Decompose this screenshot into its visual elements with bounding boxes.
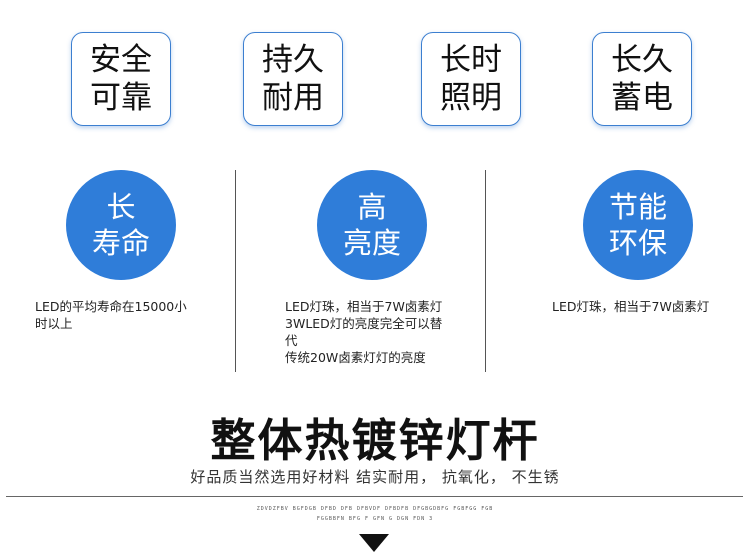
circle-eco: 节能 环保 — [583, 170, 693, 280]
page-title: 整体热镀锌灯杆 — [210, 414, 540, 467]
circle-line: 寿命 — [91, 226, 150, 260]
feature-box-storage: 长久 蓄电 — [592, 32, 692, 126]
horizontal-divider — [6, 496, 743, 497]
description-brightness: LED灯珠，相当于7W卤素灯 3WLED灯的亮度完全可以替 代 传统20W卤素灯… — [285, 298, 480, 366]
column-divider — [235, 170, 236, 372]
feature-line: 持久 — [262, 42, 324, 78]
circle-line: 高 — [357, 190, 387, 224]
subtitle: 好品质当然选用好材料 结实耐用， 抗氧化， 不生锈 — [190, 468, 560, 486]
description-line: 代 — [285, 333, 298, 348]
feature-line: 长时 — [440, 42, 502, 78]
description-eco: LED灯珠，相当于7W卤素灯 — [552, 298, 747, 315]
description-line: LED的平均寿命在15000小 — [35, 299, 187, 314]
description-line: LED灯珠，相当于7W卤素灯 — [285, 299, 443, 314]
description-line: LED灯珠，相当于7W卤素灯 — [552, 299, 710, 314]
fine-print-line: ZDVDZFBV BGFDGB DFBD DFB DFBVDF DFBDFB D… — [256, 506, 494, 512]
feature-line: 照明 — [440, 80, 502, 116]
feature-box-lighting: 长时 照明 — [421, 32, 521, 126]
description-line: 时以上 — [35, 316, 73, 331]
feature-box-durable: 持久 耐用 — [243, 32, 343, 126]
column-divider — [485, 170, 486, 372]
circle-line: 亮度 — [342, 226, 401, 260]
description-long-life: LED的平均寿命在15000小 时以上 — [35, 298, 225, 332]
circle-line: 长 — [106, 190, 136, 224]
circle-long-life: 长 寿命 — [66, 170, 176, 280]
circle-brightness: 高 亮度 — [317, 170, 427, 280]
feature-line: 可靠 — [90, 80, 152, 116]
feature-line: 蓄电 — [611, 80, 673, 116]
fine-print-line: FGGBBFN BFG F GFN G DGN FDN 3 — [316, 516, 434, 522]
down-triangle-icon — [359, 534, 389, 552]
feature-line: 耐用 — [262, 80, 324, 116]
circle-line: 环保 — [608, 226, 667, 260]
circle-line: 节能 — [608, 190, 667, 224]
description-line: 传统20W卤素灯灯的亮度 — [285, 350, 426, 365]
feature-line: 长久 — [611, 42, 673, 78]
description-line: 3WLED灯的亮度完全可以替 — [285, 316, 443, 331]
feature-box-safe: 安全 可靠 — [71, 32, 171, 126]
feature-line: 安全 — [90, 42, 152, 78]
